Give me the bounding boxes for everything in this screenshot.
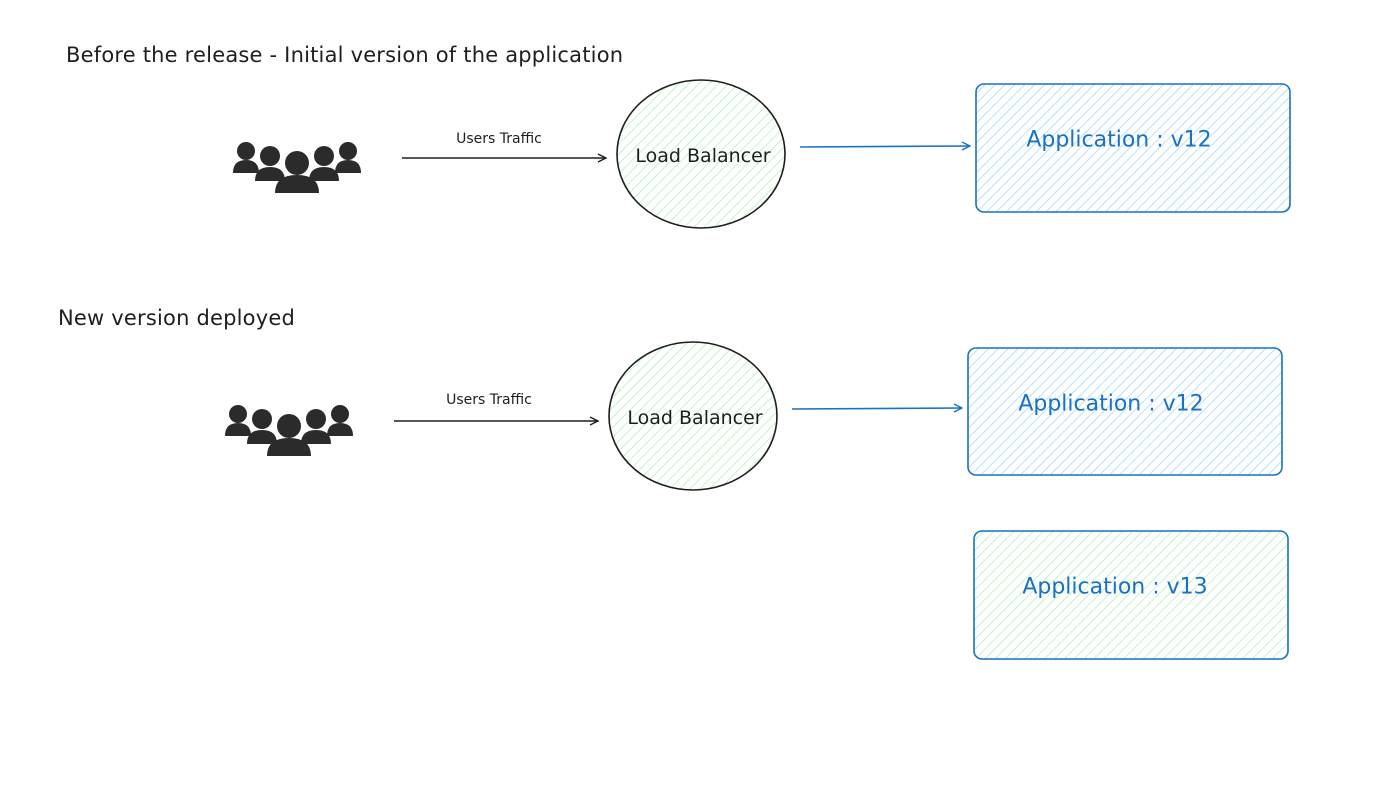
- section-new-version: [225, 341, 1289, 660]
- application-label: Application : v12: [1026, 127, 1212, 153]
- load-balancer-node: [608, 341, 778, 491]
- application-node: [975, 83, 1291, 213]
- users-group-icon: [225, 405, 353, 456]
- section-title: Before the release - Initial version of …: [66, 43, 624, 67]
- users-group-icon: [233, 142, 361, 193]
- application-node: [967, 347, 1283, 476]
- section-before-release: [233, 79, 1291, 229]
- load-balancer-node: [616, 79, 786, 229]
- load-balancer-label: Load Balancer: [635, 145, 771, 167]
- application-label: Application : v12: [1018, 391, 1204, 417]
- lb-to-app-arrow: [791, 408, 962, 409]
- users-traffic-label: Users Traffic: [456, 131, 542, 147]
- users-traffic-label: Users Traffic: [446, 392, 532, 408]
- application-label-new: Application : v13: [1022, 574, 1208, 600]
- application-node-new: [973, 530, 1289, 660]
- lb-to-app-arrow: [799, 146, 970, 147]
- load-balancer-label: Load Balancer: [627, 407, 763, 429]
- section-title: New version deployed: [58, 306, 296, 330]
